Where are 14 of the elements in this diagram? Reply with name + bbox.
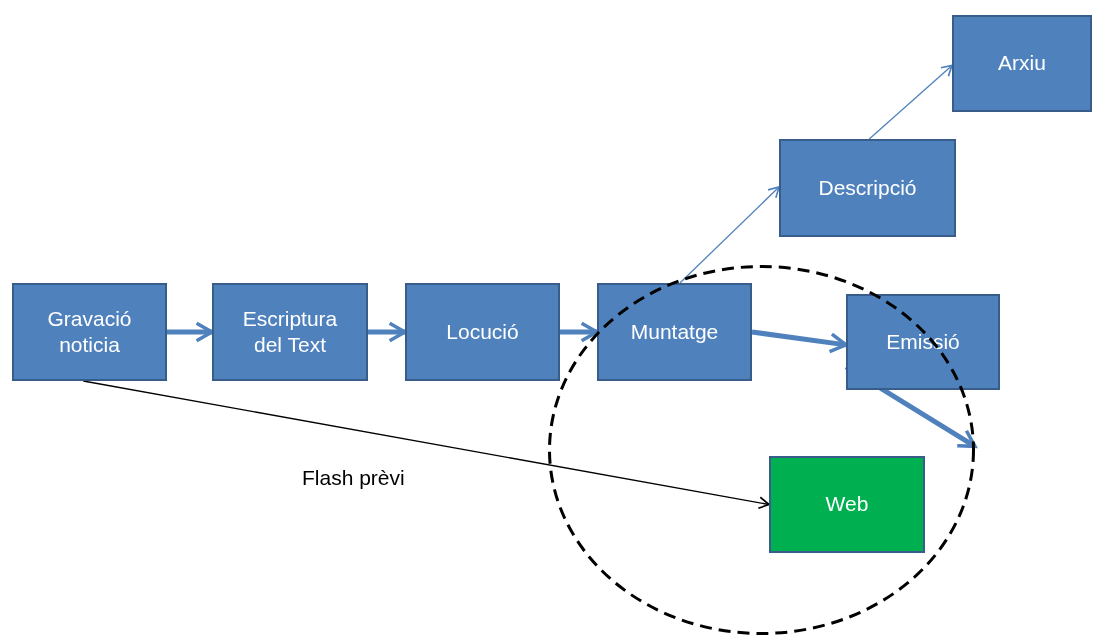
arrow: [560, 321, 599, 343]
process-box: Web: [769, 456, 925, 553]
dashed-circle: [548, 265, 975, 635]
process-box: Gravació noticia: [12, 283, 167, 381]
process-box: Arxiu: [952, 15, 1092, 112]
arrow: [82, 380, 770, 510]
arrow: [868, 64, 953, 140]
arrow: [167, 321, 214, 343]
arrow: [679, 186, 780, 284]
process-box: Descripció: [779, 139, 956, 237]
process-box: Locució: [405, 283, 560, 381]
arrow: [751, 329, 848, 354]
process-box: Escriptura del Text: [212, 283, 368, 381]
arrow: [368, 321, 407, 343]
